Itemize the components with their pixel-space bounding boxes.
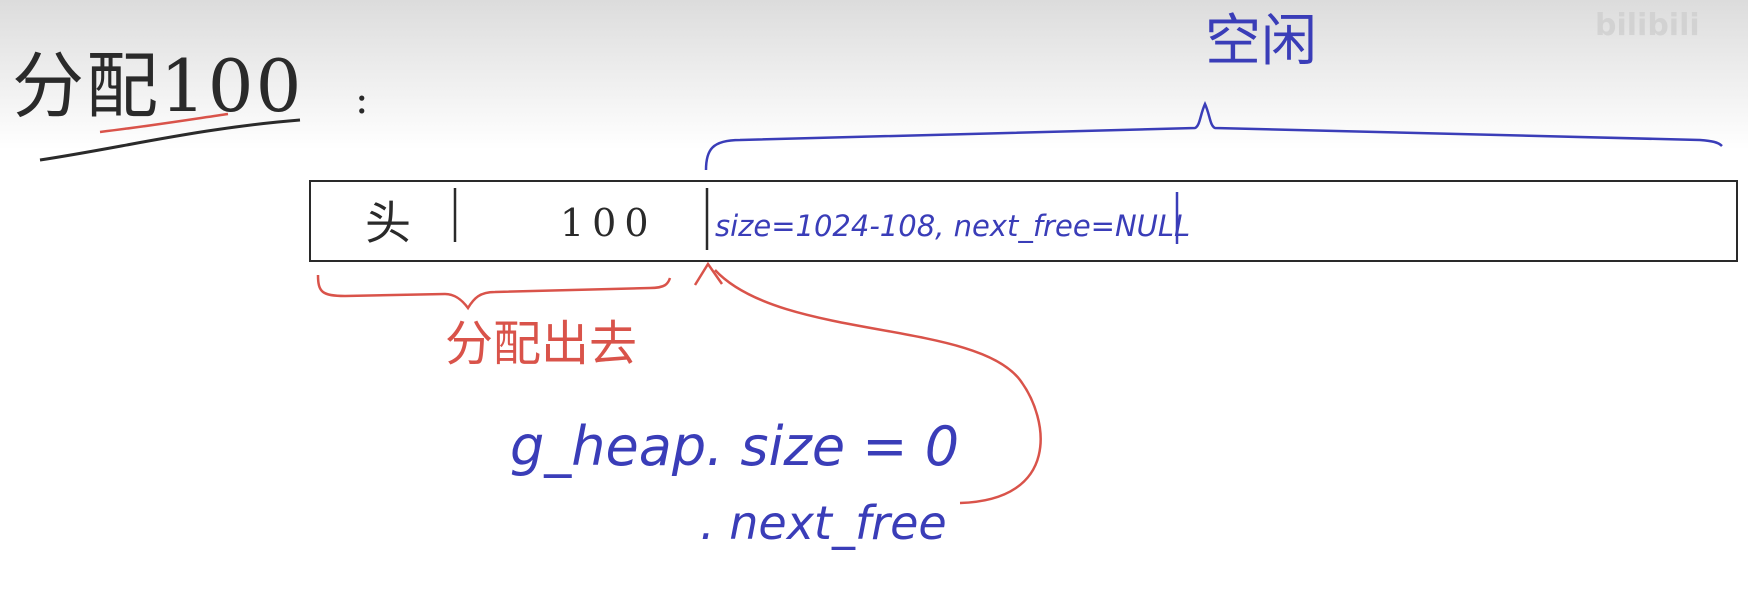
- allocated-label: 分配出去: [445, 316, 638, 372]
- head-cell-text: 头: [365, 196, 411, 250]
- heading-underline: [39, 118, 301, 162]
- free-cell-text: size=1024-108, next_free=NULL: [715, 209, 1191, 243]
- memory-bar: [309, 180, 1738, 262]
- size-cell-text: 100: [560, 201, 657, 245]
- heap-note-line1: g_heap. size = 0: [510, 415, 960, 478]
- heading-colon: :: [355, 77, 369, 123]
- next-free-arrow: [714, 269, 1042, 505]
- heading-text: 分配100: [12, 44, 304, 128]
- allocated-region-brace: [316, 274, 672, 311]
- top-shading: [0, 0, 1748, 150]
- free-region-brace: [704, 100, 1723, 171]
- free-label: 空闲: [1205, 9, 1317, 74]
- heap-note-line2: . next_free: [700, 496, 947, 550]
- arrow-head: [693, 261, 724, 286]
- bilibili-watermark: bilibili: [1595, 8, 1700, 43]
- heading-red-underline: [99, 112, 229, 134]
